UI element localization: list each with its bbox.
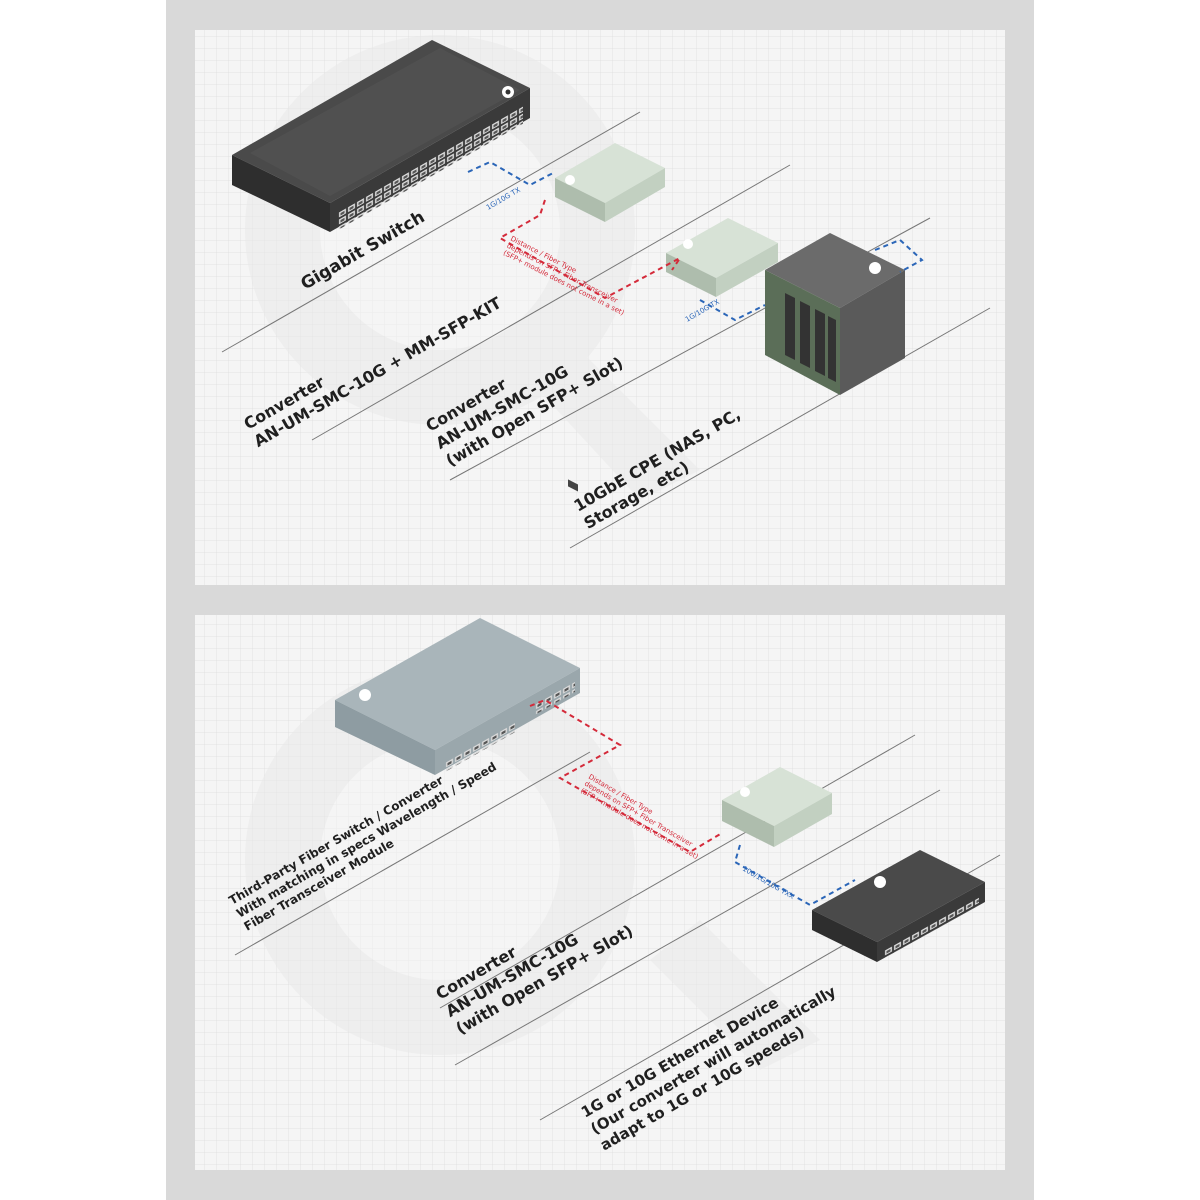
watermark-logo [245, 665, 820, 1070]
brand-logo-icon [565, 175, 575, 185]
brand-logo-icon [874, 876, 886, 888]
converter-1 [555, 143, 665, 492]
bottom-panel: 100/1G/10G TXX Distance / Fiber Type dep… [195, 615, 1005, 1170]
brand-logo-icon [683, 239, 693, 249]
divider-lines [221, 111, 991, 549]
top-panel: Gigabit Switch [195, 30, 1005, 585]
brand-logo-icon [740, 787, 750, 797]
brand-logo-icon [359, 689, 371, 701]
gigabit-switch [232, 40, 530, 232]
third-party-fiber-switch [335, 618, 580, 775]
ethernet-device [812, 850, 985, 962]
converter-bottom [722, 767, 832, 847]
top-links [467, 160, 924, 322]
nas-cpe [765, 233, 905, 395]
converter-2 [666, 218, 778, 297]
brand-logo-icon [869, 262, 881, 274]
bottom-links [529, 698, 856, 907]
